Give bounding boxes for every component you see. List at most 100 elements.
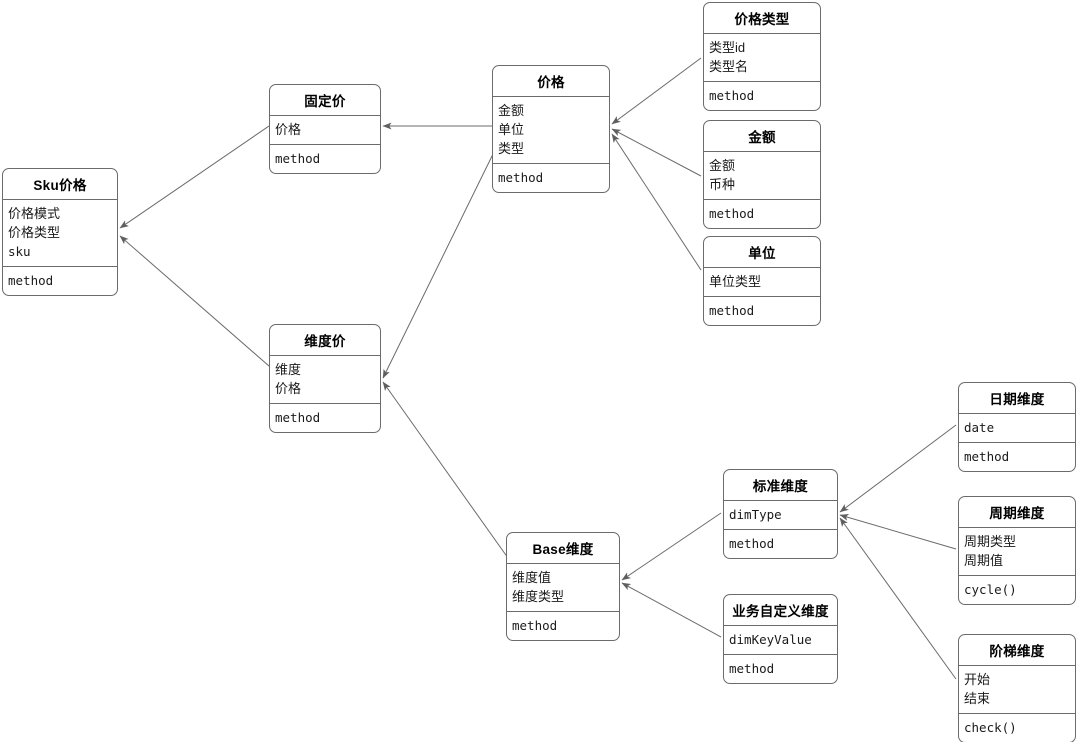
class-operation: method <box>729 661 775 676</box>
class-operations-base-dim: method <box>507 612 619 640</box>
class-operations-amount: method <box>704 200 820 228</box>
class-box-ladder-dim[interactable]: 阶梯维度开始结束 check() <box>958 634 1076 742</box>
class-attribute: 周期类型 <box>964 534 1017 549</box>
class-title-unit: 单位 <box>704 237 820 268</box>
class-attributes-amount: 金额币种 <box>704 152 820 200</box>
class-operation: method <box>964 449 1010 464</box>
class-operation: method <box>709 303 755 318</box>
connector-fixed-to-sku <box>119 125 270 229</box>
class-operation: method <box>8 273 54 288</box>
class-attribute: 价格 <box>275 381 302 396</box>
class-operations-fixed-price: method <box>270 145 380 173</box>
class-attribute: 类型 <box>498 141 525 156</box>
class-operation: method <box>498 170 544 185</box>
class-box-dim-price[interactable]: 维度价维度价格 method <box>269 324 381 433</box>
class-attribute: 维度 <box>275 362 302 377</box>
class-box-base-dim[interactable]: Base维度维度值维度类型 method <box>506 532 620 641</box>
class-attributes-date-dim: date <box>959 414 1075 443</box>
connector-ladderdim-to-standard <box>839 517 957 680</box>
class-title-dim-price: 维度价 <box>270 325 380 356</box>
class-title-date-dim: 日期维度 <box>959 383 1075 414</box>
class-operations-date-dim: method <box>959 443 1075 471</box>
class-operation: method <box>709 206 755 221</box>
class-title-ladder-dim: 阶梯维度 <box>959 635 1075 666</box>
class-title-price-type: 价格类型 <box>704 3 820 34</box>
class-operations-price: method <box>493 164 609 192</box>
class-operation: cycle() <box>964 582 1017 597</box>
class-attributes-standard-dim: dimType <box>724 501 837 530</box>
connector-price-to-dim <box>382 151 495 379</box>
class-operations-price-type: method <box>704 82 820 110</box>
class-operations-custom-dim: method <box>724 655 837 683</box>
class-attribute: sku <box>8 244 31 259</box>
class-attributes-ladder-dim: 开始结束 <box>959 666 1075 714</box>
class-operations-dim-price: method <box>270 404 380 432</box>
class-attribute: 价格类型 <box>8 225 61 240</box>
connector-basedim-to-dimprice <box>382 381 509 559</box>
class-operations-ladder-dim: check() <box>959 714 1075 742</box>
class-box-price-type[interactable]: 价格类型类型id 类型名 method <box>703 2 821 111</box>
class-attributes-sku-price: 价格模式价格类型 sku <box>3 200 117 267</box>
class-operation: check() <box>964 720 1017 735</box>
connector-datedim-to-standard <box>839 424 957 513</box>
class-operation: method <box>729 536 775 551</box>
class-operation: method <box>709 88 755 103</box>
class-attribute: 结束 <box>964 691 991 706</box>
class-box-sku-price[interactable]: Sku价格价格模式价格类型 sku method <box>2 168 118 296</box>
class-attribute: 价格 <box>275 122 302 137</box>
class-title-cycle-dim: 周期维度 <box>959 497 1075 528</box>
class-attribute: 开始 <box>964 672 991 687</box>
class-box-standard-dim[interactable]: 标准维度 dimType method <box>723 469 838 559</box>
class-title-price: 价格 <box>493 66 609 97</box>
class-attribute: 类型名 <box>709 59 749 74</box>
class-attribute: 金额 <box>498 103 525 118</box>
class-attributes-unit: 单位类型 <box>704 268 820 297</box>
class-attributes-price: 金额单位类型 <box>493 97 609 164</box>
class-operation: method <box>275 151 321 166</box>
class-operation: method <box>275 410 321 425</box>
class-attribute: dimKeyValue <box>729 632 812 647</box>
class-attribute: 单位类型 <box>709 274 762 289</box>
class-title-base-dim: Base维度 <box>507 533 619 564</box>
class-title-custom-dim: 业务自定义维度 <box>724 595 837 626</box>
connector-unit-to-price <box>611 133 702 271</box>
class-box-price[interactable]: 价格金额单位类型 method <box>492 65 610 193</box>
class-title-fixed-price: 固定价 <box>270 85 380 116</box>
class-attributes-price-type: 类型id 类型名 <box>704 34 820 82</box>
class-operations-sku-price: method <box>3 267 117 295</box>
connector-standard-to-base <box>621 512 722 581</box>
class-title-sku-price: Sku价格 <box>3 169 117 200</box>
class-attribute: 币种 <box>709 177 736 192</box>
class-attribute: 类型id <box>709 40 746 55</box>
connector-pricetype-to-price <box>611 57 702 125</box>
connector-custom-to-base <box>621 582 722 638</box>
class-attribute: 维度值 <box>512 570 552 585</box>
class-attributes-dim-price: 维度价格 <box>270 356 380 404</box>
class-attribute: 周期值 <box>964 553 1004 568</box>
class-operations-standard-dim: method <box>724 530 837 558</box>
class-box-date-dim[interactable]: 日期维度 date method <box>958 382 1076 472</box>
class-attribute: 单位 <box>498 122 525 137</box>
class-box-fixed-price[interactable]: 固定价价格 method <box>269 84 381 174</box>
class-title-amount: 金额 <box>704 121 820 152</box>
class-attribute: dimType <box>729 507 782 522</box>
class-attribute: 价格模式 <box>8 206 61 221</box>
class-operations-unit: method <box>704 297 820 325</box>
class-title-standard-dim: 标准维度 <box>724 470 837 501</box>
class-attribute: 金额 <box>709 158 736 173</box>
class-box-cycle-dim[interactable]: 周期维度周期类型周期值 cycle() <box>958 496 1076 605</box>
class-attribute: date <box>964 420 995 435</box>
class-attributes-custom-dim: dimKeyValue <box>724 626 837 655</box>
class-box-custom-dim[interactable]: 业务自定义维度 dimKeyValue method <box>723 594 838 684</box>
connector-cycledim-to-standard <box>839 514 957 550</box>
class-operations-cycle-dim: cycle() <box>959 576 1075 604</box>
class-attributes-base-dim: 维度值维度类型 <box>507 564 619 612</box>
class-attributes-cycle-dim: 周期类型周期值 <box>959 528 1075 576</box>
connector-dim-to-sku <box>119 235 270 367</box>
class-operation: method <box>512 618 558 633</box>
connector-amount-to-price <box>611 128 702 177</box>
class-box-unit[interactable]: 单位单位类型 method <box>703 236 821 326</box>
class-attributes-fixed-price: 价格 <box>270 116 380 145</box>
